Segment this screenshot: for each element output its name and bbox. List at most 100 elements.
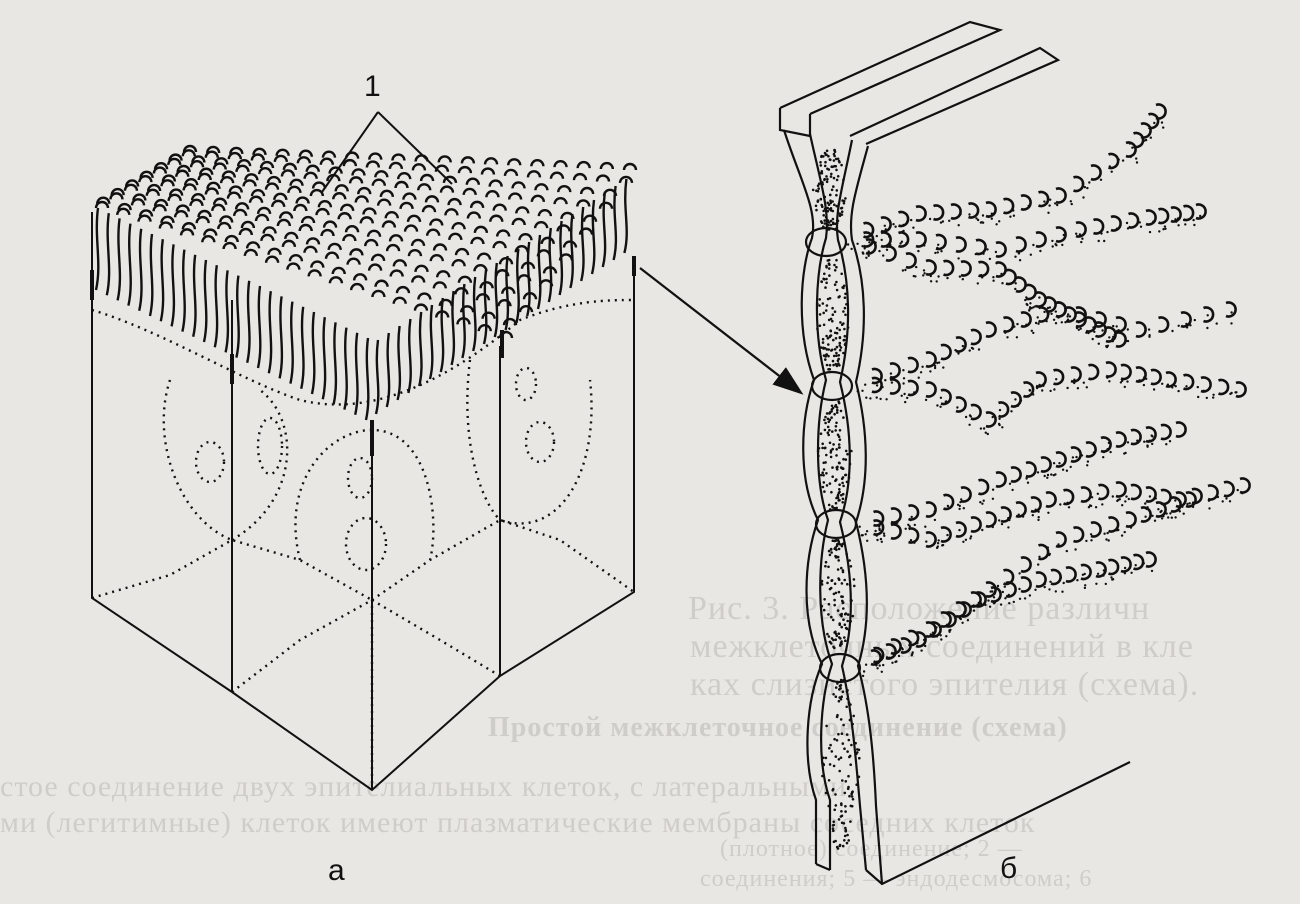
stipple-dot	[1207, 499, 1211, 502]
stipple-dot	[1123, 572, 1127, 575]
microvillus-strand	[418, 311, 423, 387]
stipple-dot	[841, 690, 845, 693]
stipple-dot	[833, 405, 837, 408]
stipple-dot	[837, 632, 841, 635]
stipple-dot	[838, 843, 842, 847]
microvillus-tip	[374, 279, 389, 287]
stipple-dot	[1015, 336, 1019, 339]
stipple-dot	[1182, 218, 1186, 222]
microvillus-tip	[402, 192, 417, 200]
microvillus-tip	[254, 213, 270, 222]
protein-link	[1145, 426, 1157, 443]
stipple-dot	[1158, 230, 1161, 233]
microvillus-tip	[160, 179, 175, 187]
microvillus-tip	[518, 304, 534, 313]
protein-link	[1108, 558, 1120, 576]
stipple-dot	[936, 404, 939, 407]
stipple-dot	[840, 213, 844, 216]
protein-link	[907, 379, 919, 397]
protein-link	[995, 261, 1007, 278]
protein-strands	[863, 103, 1251, 666]
stipple-dot	[1094, 506, 1098, 509]
stipple-dot	[835, 468, 839, 471]
microvillus-tip	[243, 248, 259, 257]
protein-link	[1140, 506, 1152, 523]
stipple-dot	[906, 220, 909, 223]
stipple-dot	[1123, 452, 1126, 455]
stipple-dot	[957, 352, 960, 355]
stipple-dot	[828, 363, 832, 367]
stipple-dot	[1186, 502, 1189, 506]
stipple-dot	[896, 521, 899, 524]
protein-link	[890, 507, 902, 524]
stipple-dot	[832, 693, 835, 696]
microvillus-tip	[533, 221, 549, 229]
protein-link	[1158, 207, 1170, 225]
stipple-dot	[1119, 381, 1123, 384]
microvillus-tip	[348, 176, 364, 184]
stipple-dot	[822, 608, 826, 612]
protein-link	[1100, 436, 1112, 453]
stipple-dot	[936, 545, 939, 548]
microvillus-tip	[394, 180, 409, 189]
stipple-dot	[827, 576, 830, 579]
nucleus-outline	[524, 420, 556, 464]
stipple-dot	[878, 249, 881, 253]
stipple-dot	[818, 298, 821, 301]
stipple-dot	[1185, 385, 1188, 388]
stipple-dot	[831, 827, 835, 830]
stipple-dot	[835, 715, 839, 719]
protein-link	[1070, 446, 1082, 463]
stipple-dot	[963, 610, 966, 613]
microvillus-strand	[332, 322, 338, 405]
stipple-dot	[1043, 585, 1046, 589]
stipple-dot	[823, 177, 826, 181]
stipple-dot	[832, 764, 836, 768]
stipple-dot	[1034, 508, 1037, 511]
stipple-dot	[993, 592, 996, 595]
stipple-dot	[1068, 315, 1072, 318]
stipple-dot	[843, 334, 847, 338]
stipple-dot	[1143, 440, 1146, 443]
stipple-dot	[850, 743, 853, 747]
stipple-dot	[1096, 572, 1100, 575]
microvillus-tip	[432, 281, 447, 289]
membrane-bottom	[815, 862, 831, 872]
stipple-dot	[966, 619, 970, 622]
stipple-dot	[1048, 204, 1051, 207]
stipple-dot	[838, 295, 841, 298]
stipple-dot	[848, 755, 851, 759]
microvillus-tip	[94, 200, 110, 209]
microvillus-tip	[466, 211, 482, 219]
microvillus-tip	[485, 190, 500, 198]
protein-link	[1085, 316, 1097, 333]
protein-link	[885, 245, 897, 262]
microvillus-strand	[472, 276, 477, 352]
stipple-dot	[1105, 345, 1109, 349]
stipple-dot	[830, 404, 834, 408]
microvillus-tip	[179, 228, 195, 236]
stipple-dot	[826, 177, 829, 181]
microvillus-tip	[334, 184, 349, 192]
stipple-dot	[821, 485, 825, 489]
stipple-dot	[1103, 532, 1106, 535]
stipple-dot	[840, 803, 843, 807]
stipple-dot	[909, 518, 912, 522]
stipple-dot	[1174, 218, 1177, 221]
stipple-dot	[828, 193, 832, 197]
stipple-dot	[819, 198, 823, 201]
stipple-dot	[994, 250, 998, 254]
stipple-dot	[844, 829, 847, 833]
stipple-dot	[841, 844, 845, 848]
stipple-dot	[904, 268, 907, 272]
stipple-dot	[981, 276, 984, 279]
stipple-dot	[1097, 342, 1101, 345]
microvillus-tip	[303, 171, 318, 179]
stipple-dot	[816, 302, 819, 306]
stipple-dot	[1014, 398, 1017, 401]
stipple-dot	[1032, 393, 1035, 396]
stipple-dot	[833, 203, 836, 207]
stipple-dot	[852, 578, 856, 581]
microvillus-tip	[411, 275, 426, 283]
stipple-dot	[1087, 506, 1091, 509]
